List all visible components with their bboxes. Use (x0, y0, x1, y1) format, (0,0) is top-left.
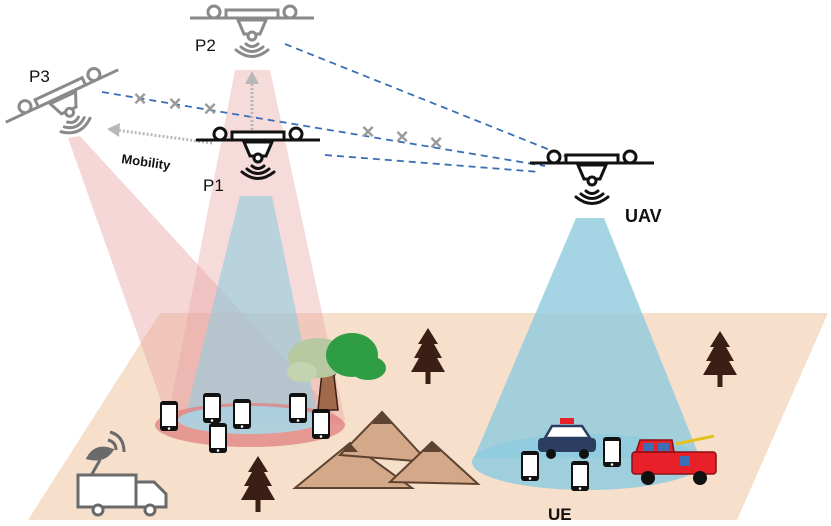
svg-text:×: × (362, 119, 375, 144)
svg-text:×: × (204, 96, 217, 121)
smartphone-icon (233, 399, 251, 429)
svg-text:×: × (169, 91, 182, 116)
drone-uav (528, 149, 656, 205)
satellite-truck-icon (76, 430, 168, 517)
smartphone-icon (289, 393, 307, 423)
label-uav: UAV (625, 206, 662, 226)
svg-text:×: × (396, 124, 409, 149)
blocked-x-marks: × × × × × × (134, 86, 443, 155)
uav-coverage-beam (474, 218, 700, 458)
smartphone-icon (521, 451, 539, 481)
svg-text:×: × (134, 86, 147, 111)
label-p3: P3 (29, 67, 50, 86)
smartphone-icon (571, 461, 589, 491)
label-mobility: Mobility (121, 151, 172, 173)
svg-text:×: × (430, 130, 443, 155)
smartphone-icon (603, 437, 621, 467)
drone-p3 (0, 57, 129, 144)
oak-tree-icon (287, 333, 386, 411)
uav-links (101, 43, 571, 173)
police-car-icon (538, 418, 596, 459)
label-p1: P1 (203, 176, 224, 195)
label-ue: UE (548, 505, 572, 524)
fire-truck-icon (631, 434, 717, 485)
smartphone-icon (160, 401, 178, 431)
smartphone-icon (312, 409, 330, 439)
label-p2: P2 (195, 36, 216, 55)
smartphone-icon (203, 393, 221, 423)
mobility-arrowhead-up (245, 71, 259, 84)
p1-coverage-beam (185, 196, 318, 418)
mountain-icon (292, 410, 481, 489)
smartphone-icon (209, 423, 227, 453)
mobility-arrowhead-left (107, 123, 120, 137)
